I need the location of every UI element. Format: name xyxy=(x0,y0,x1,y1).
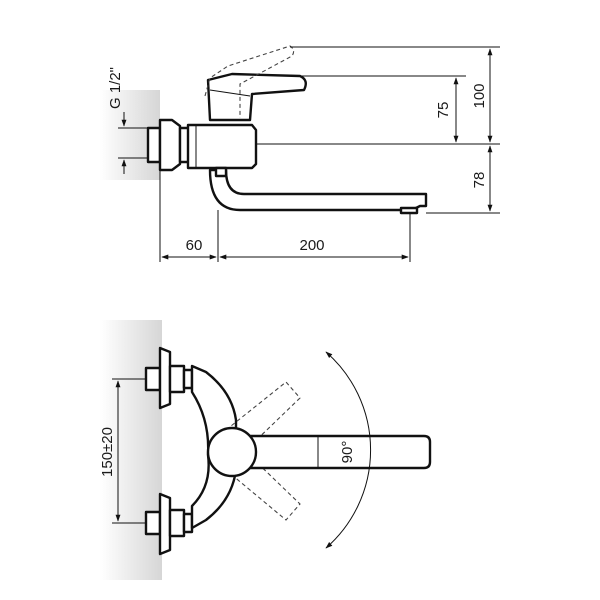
top-wall-shadow xyxy=(100,320,162,580)
side-view: 75 100 78 G 1/2" 60 200 xyxy=(100,45,500,262)
side-lever-handle xyxy=(206,72,307,122)
swivel-angle-arc xyxy=(325,351,372,549)
top-spout-ghost-lower xyxy=(225,451,301,521)
dim-thread-label: G 1/2" xyxy=(107,67,124,109)
top-view: 90° 150±20 xyxy=(99,320,432,580)
dim-78-label: 78 xyxy=(471,172,488,189)
dim-100-label: 100 xyxy=(471,83,488,108)
side-lever-ghost xyxy=(204,45,295,118)
top-spout-ghost-upper xyxy=(225,381,301,451)
dim-75-label: 75 xyxy=(435,102,452,119)
side-wall-connector xyxy=(146,118,192,172)
side-spout xyxy=(208,166,428,215)
dim-60-label: 60 xyxy=(186,237,203,254)
top-mixer-cap xyxy=(206,426,258,478)
dim-inlet-spacing-label: 150±20 xyxy=(99,427,116,477)
dim-angle-label: 90° xyxy=(339,441,356,464)
side-mixer-body xyxy=(186,123,258,170)
dim-200-label: 200 xyxy=(299,237,324,254)
top-spout xyxy=(226,434,432,470)
